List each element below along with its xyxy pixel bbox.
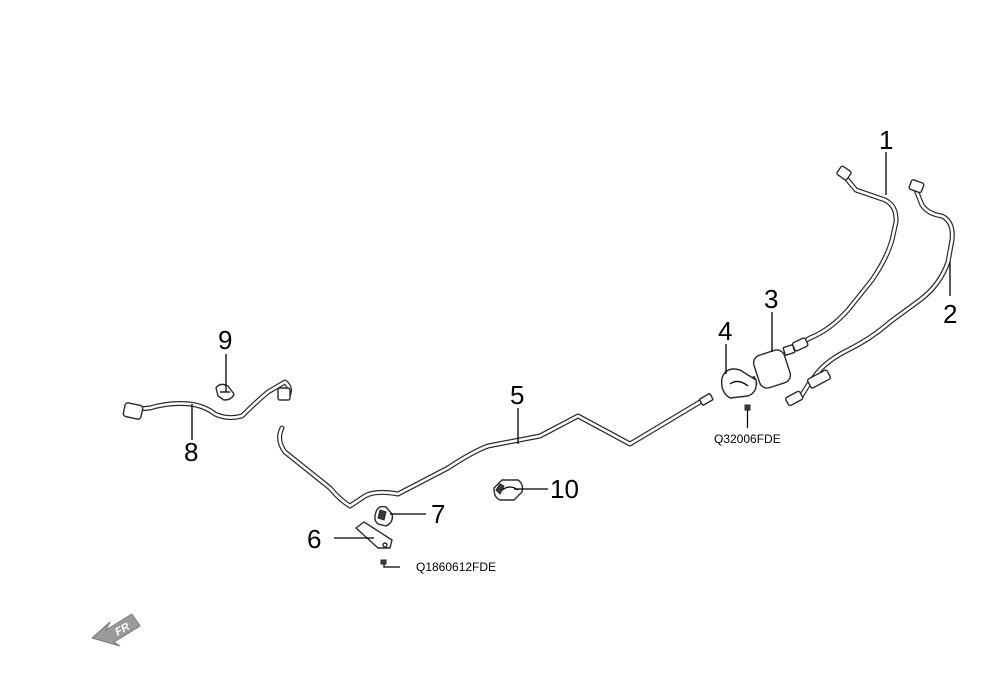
callout-7: 7 <box>431 499 445 529</box>
callout-8: 8 <box>184 437 198 467</box>
front-fuel-tube-8 <box>122 379 292 421</box>
callout-3: 3 <box>764 284 778 314</box>
clip-9 <box>215 383 235 401</box>
clamp-10 <box>493 479 524 501</box>
fuel-tube-1 <box>791 165 899 352</box>
bracket-bolt <box>380 559 400 568</box>
filter-bolt <box>744 404 751 428</box>
main-fuel-tube-5 <box>277 393 714 509</box>
fuel-tube-2 <box>785 179 955 407</box>
callout-1: 1 <box>879 125 893 155</box>
callout-9: 9 <box>218 325 232 355</box>
clip-7 <box>374 505 394 527</box>
front-direction-arrow-icon: FR <box>90 613 141 647</box>
bracket-6 <box>355 521 393 549</box>
leader-lines <box>191 152 951 539</box>
callout-6: 6 <box>307 524 321 554</box>
part-code-filter-bolt: Q32006FDE <box>714 432 781 446</box>
fuel-filter-3 <box>744 344 796 389</box>
callout-5: 5 <box>510 380 524 410</box>
callout-10: 10 <box>550 474 579 504</box>
part-code-bracket-bolt: Q1860612FDE <box>416 560 496 574</box>
callout-2: 2 <box>943 299 957 329</box>
callout-4: 4 <box>718 316 732 346</box>
filter-bracket-4 <box>720 368 758 399</box>
